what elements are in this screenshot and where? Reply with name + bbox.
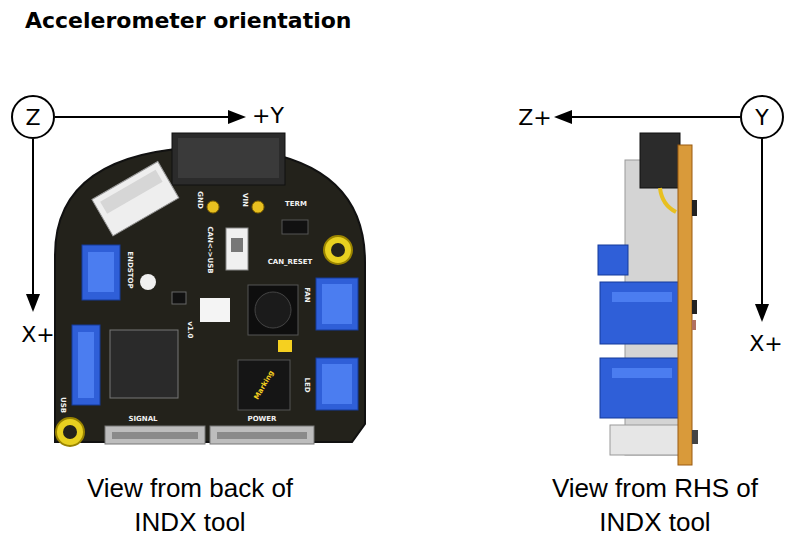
axis-name: Z	[25, 105, 40, 130]
silkscreen-label: ENDSTOP	[126, 251, 134, 288]
axis-circle: Y	[740, 95, 784, 139]
silkscreen-label: CAN_RESET	[268, 258, 313, 266]
axis-label: X+	[21, 322, 55, 347]
axis-name: Y	[755, 105, 768, 130]
silkscreen-label: LED	[303, 377, 311, 392]
axis-label: X+	[749, 331, 783, 356]
silkscreen-label: TERM	[285, 200, 307, 208]
pcb-back-view	[55, 133, 365, 446]
silkscreen-label: USB	[59, 397, 67, 413]
view-caption: View from RHS of INDX tool	[548, 472, 763, 540]
pcb-side-view	[598, 133, 698, 465]
axis-label: +Y	[252, 103, 284, 128]
diagram-title: Accelerometer orientation	[25, 8, 352, 33]
silkscreen-label: FAN	[303, 287, 311, 302]
silkscreen-label: POWER	[248, 415, 277, 423]
axis-circle: Z	[11, 95, 55, 139]
silkscreen-label: v1.0	[186, 322, 194, 339]
silkscreen-label: SIGNAL	[128, 415, 157, 423]
axis-label: Z+	[518, 105, 552, 130]
silkscreen-label: CAN<->USB	[206, 226, 214, 273]
silkscreen-label: GND	[196, 191, 204, 208]
view-caption: View from back of INDX tool	[83, 472, 298, 540]
silkscreen-label: VIN	[241, 193, 249, 207]
